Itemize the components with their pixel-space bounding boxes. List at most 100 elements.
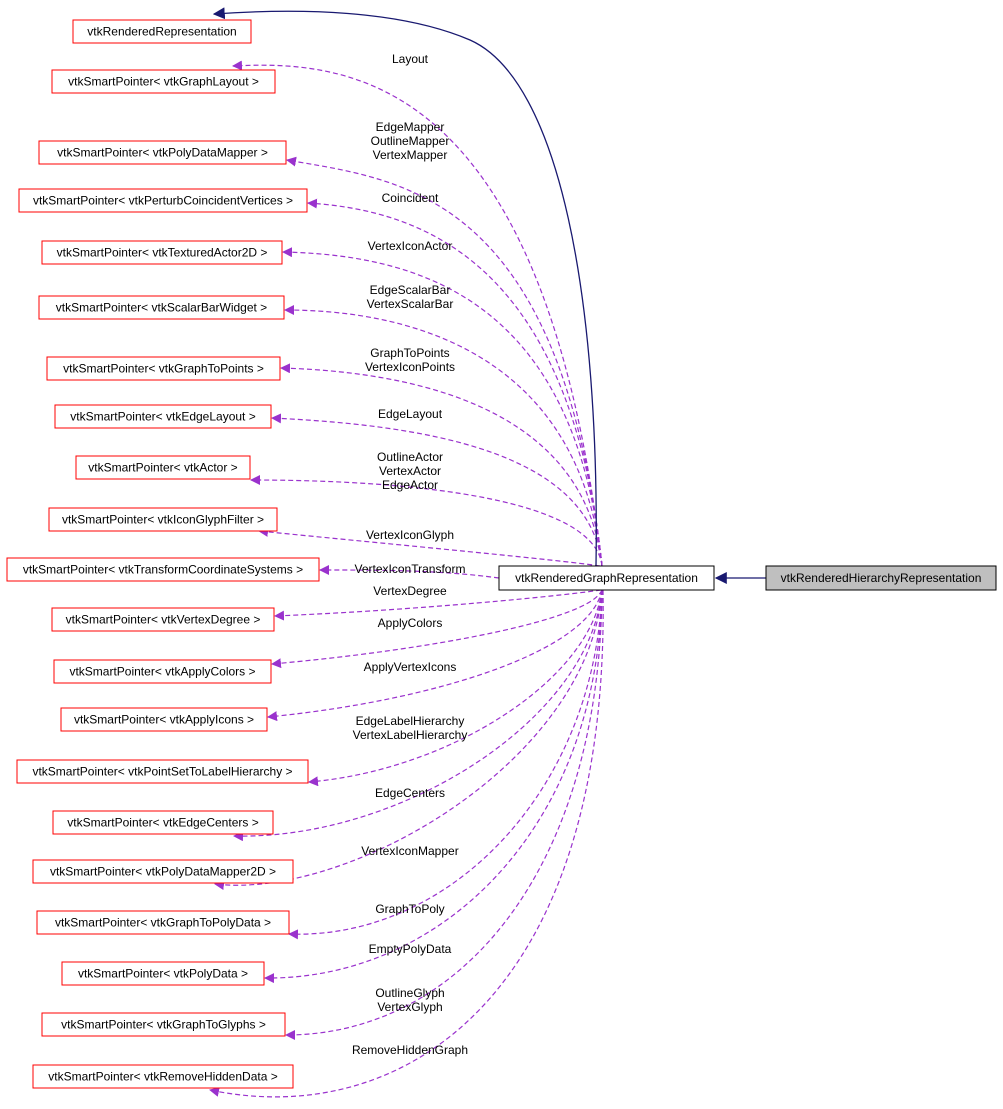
edge-label-line: VertexIconActor [368,239,453,253]
edge-label-edgelayout: EdgeLayout [378,407,443,421]
class-node-label: vtkSmartPointer< vtkRemoveHiddenData > [48,1070,277,1084]
class-node-box [38,140,287,165]
class-node-label: vtkSmartPointer< vtkPerturbCoincidentVer… [33,194,293,208]
class-node-polydata[interactable]: vtkSmartPointer< vtkPolyData > [61,961,265,986]
edge-label-layout: Layout [392,52,429,66]
edge-label-line: ApplyVertexIcons [364,660,457,674]
class-node-g2pd[interactable]: vtkSmartPointer< vtkGraphToPolyData > [36,910,290,935]
class-node-label: vtkSmartPointer< vtkTransformCoordinateS… [23,563,303,577]
class-node-box [765,565,997,591]
edge-label-transform: VertexIconTransform [355,562,466,576]
class-node-edgelayout[interactable]: vtkSmartPointer< vtkEdgeLayout > [54,404,272,429]
class-node-ps2lh[interactable]: vtkSmartPointer< vtkPointSetToLabelHiera… [16,759,309,784]
class-node-label: vtkSmartPointer< vtkGraphToGlyphs > [61,1018,266,1032]
class-node-label: vtkSmartPointer< vtkIconGlyphFilter > [62,513,264,527]
class-node-iconglyph[interactable]: vtkSmartPointer< vtkIconGlyphFilter > [48,507,278,532]
class-node-transform[interactable]: vtkSmartPointer< vtkTransformCoordinateS… [6,557,320,582]
member-edge-pdm [286,156,603,567]
class-node-pdm2d[interactable]: vtkSmartPointer< vtkPolyDataMapper2D > [32,859,294,884]
class-node-g2p[interactable]: vtkSmartPointer< vtkGraphToPoints > [46,356,281,381]
edge-label-line: GraphToPoly [375,902,444,916]
edge-label-line: EdgeLabelHierarchy [356,714,465,728]
edge-label-rhd: RemoveHiddenGraph [352,1043,468,1057]
class-node-layout[interactable]: vtkSmartPointer< vtkGraphLayout > [51,69,276,94]
class-node-label: vtkSmartPointer< vtkApplyColors > [69,665,255,679]
class-node-box [32,859,294,884]
class-node-textured[interactable]: vtkSmartPointer< vtkTexturedActor2D > [41,240,283,265]
member-edge-polydata [264,589,603,984]
edge-label-applycolors: ApplyColors [378,616,443,630]
member-edge-applyicons [267,589,603,722]
edge-label-line: OutlineMapper [371,134,450,148]
class-node-box [61,961,265,986]
class-node-box [52,810,274,835]
edge-label-line: VertexLabelHierarchy [353,728,468,742]
class-node-scalarbar[interactable]: vtkSmartPointer< vtkScalarBarWidget > [38,295,285,320]
class-node-label: vtkSmartPointer< vtkPolyData > [78,967,248,981]
edge-label-line: Layout [392,52,429,66]
class-node-applycolors[interactable]: vtkSmartPointer< vtkApplyColors > [53,659,272,684]
class-node-applyicons[interactable]: vtkSmartPointer< vtkApplyIcons > [60,707,268,732]
class-node-label: vtkSmartPointer< vtkGraphToPoints > [63,362,264,376]
class-node-box [18,188,308,213]
class-node-edgecenters[interactable]: vtkSmartPointer< vtkEdgeCenters > [52,810,274,835]
edge-label-pdm2d: VertexIconMapper [361,844,458,858]
class-node-box [41,240,283,265]
member-edge-scalarbar [284,305,603,567]
edge-label-line: EdgeLayout [378,407,443,421]
class-node-label: vtkSmartPointer< vtkEdgeLayout > [70,410,255,424]
edge-label-line: VertexGlyph [377,1000,442,1014]
edge-label-line: VertexIconMapper [361,844,458,858]
edge-label-line: VertexIconPoints [365,360,455,374]
edge-label-line: GraphToPoints [370,346,449,360]
class-node-box [48,507,278,532]
class-node-actor[interactable]: vtkSmartPointer< vtkActor > [75,455,251,480]
class-node-box [51,69,276,94]
member-edge-vdegree [274,589,602,621]
edge-label-textured: VertexIconActor [368,239,453,253]
member-edge-edgelayout [271,413,603,567]
edge-label-line: VertexMapper [373,148,448,162]
edge-label-iconglyph: VertexIconGlyph [366,528,454,542]
class-node-rhr[interactable]: vtkRenderedHierarchyRepresentation [765,565,997,591]
class-node-box [54,404,272,429]
edge-label-line: Coincident [382,191,439,205]
class-node-g2g[interactable]: vtkSmartPointer< vtkGraphToGlyphs > [41,1012,286,1037]
class-node-box [75,455,251,480]
edge-label-line: EdgeActor [382,478,438,492]
member-edge-transform [319,565,500,579]
class-node-label: vtkRenderedHierarchyRepresentation [781,571,982,585]
edge-label-line: VertexDegree [373,584,447,598]
edges-layer [209,7,766,1098]
class-node-perturb[interactable]: vtkSmartPointer< vtkPerturbCoincidentVer… [18,188,308,213]
nodes-layer: vtkRenderedRepresentation vtkSmartPointer… [6,19,997,1089]
edge-label-line: VertexScalarBar [367,297,454,311]
class-node-pdm[interactable]: vtkSmartPointer< vtkPolyDataMapper > [38,140,287,165]
class-node-base[interactable]: vtkRenderedRepresentation [72,19,252,44]
member-edge-ps2lh [308,589,603,787]
member-edge-applycolors [271,589,603,669]
class-node-label: vtkRenderedGraphRepresentation [515,571,698,585]
class-node-label: vtkSmartPointer< vtkPolyDataMapper > [57,146,268,160]
class-node-box [38,295,285,320]
edge-label-polydata: EmptyPolyData [369,942,452,956]
class-node-box [60,707,268,732]
class-node-label: vtkSmartPointer< vtkTexturedActor2D > [57,246,268,260]
class-node-box [16,759,309,784]
class-node-rgr[interactable]: vtkRenderedGraphRepresentation [498,565,715,591]
class-node-box [53,659,272,684]
edge-label-edgecenters: EdgeCenters [375,786,445,800]
class-node-vdegree[interactable]: vtkSmartPointer< vtkVertexDegree > [51,607,275,632]
class-node-label: vtkSmartPointer< vtkActor > [88,461,237,475]
edge-label-line: EdgeCenters [375,786,445,800]
edge-label-line: VertexActor [379,464,441,478]
class-node-box [32,1064,294,1089]
member-edge-perturb [307,198,603,567]
class-node-rhd[interactable]: vtkSmartPointer< vtkRemoveHiddenData > [32,1064,294,1089]
edge-label-perturb: Coincident [382,191,439,205]
edge-label-line: OutlineGlyph [375,986,444,1000]
